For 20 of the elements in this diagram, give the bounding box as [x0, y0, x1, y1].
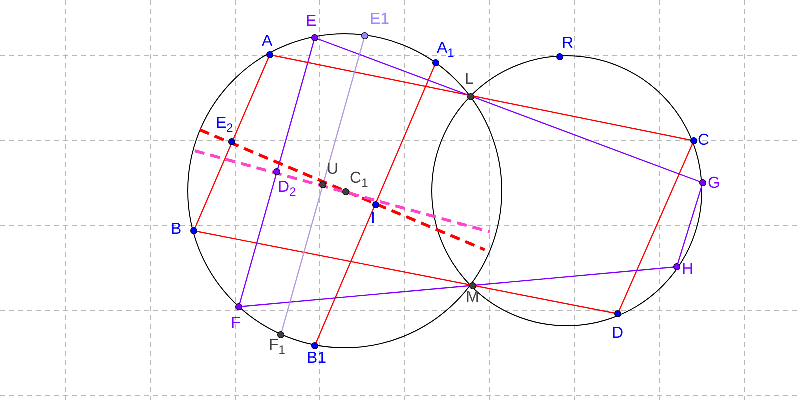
point-label: C: [698, 132, 710, 150]
point-label: E: [306, 13, 317, 31]
point-label: R: [562, 35, 574, 53]
point-label: B: [171, 221, 182, 239]
point-label: L: [465, 71, 474, 89]
point-label: U: [327, 161, 339, 179]
point-label: D: [612, 325, 624, 343]
point-label: F$_{1}$: [269, 337, 286, 355]
point-label: B1: [307, 350, 327, 368]
point-label: M: [466, 289, 480, 307]
point-label: F: [231, 315, 241, 333]
point-label: G: [708, 175, 720, 193]
point-label: D$_{2}$: [278, 179, 296, 197]
point-label: E$_{2}$: [216, 115, 234, 133]
point-label: H: [682, 261, 694, 279]
point-label: C$_{1}$: [350, 170, 368, 188]
point-label: A: [262, 33, 273, 51]
point-label: E1: [370, 11, 390, 29]
point-label: A$_{1}$: [437, 40, 454, 58]
point-label: I: [371, 210, 376, 228]
